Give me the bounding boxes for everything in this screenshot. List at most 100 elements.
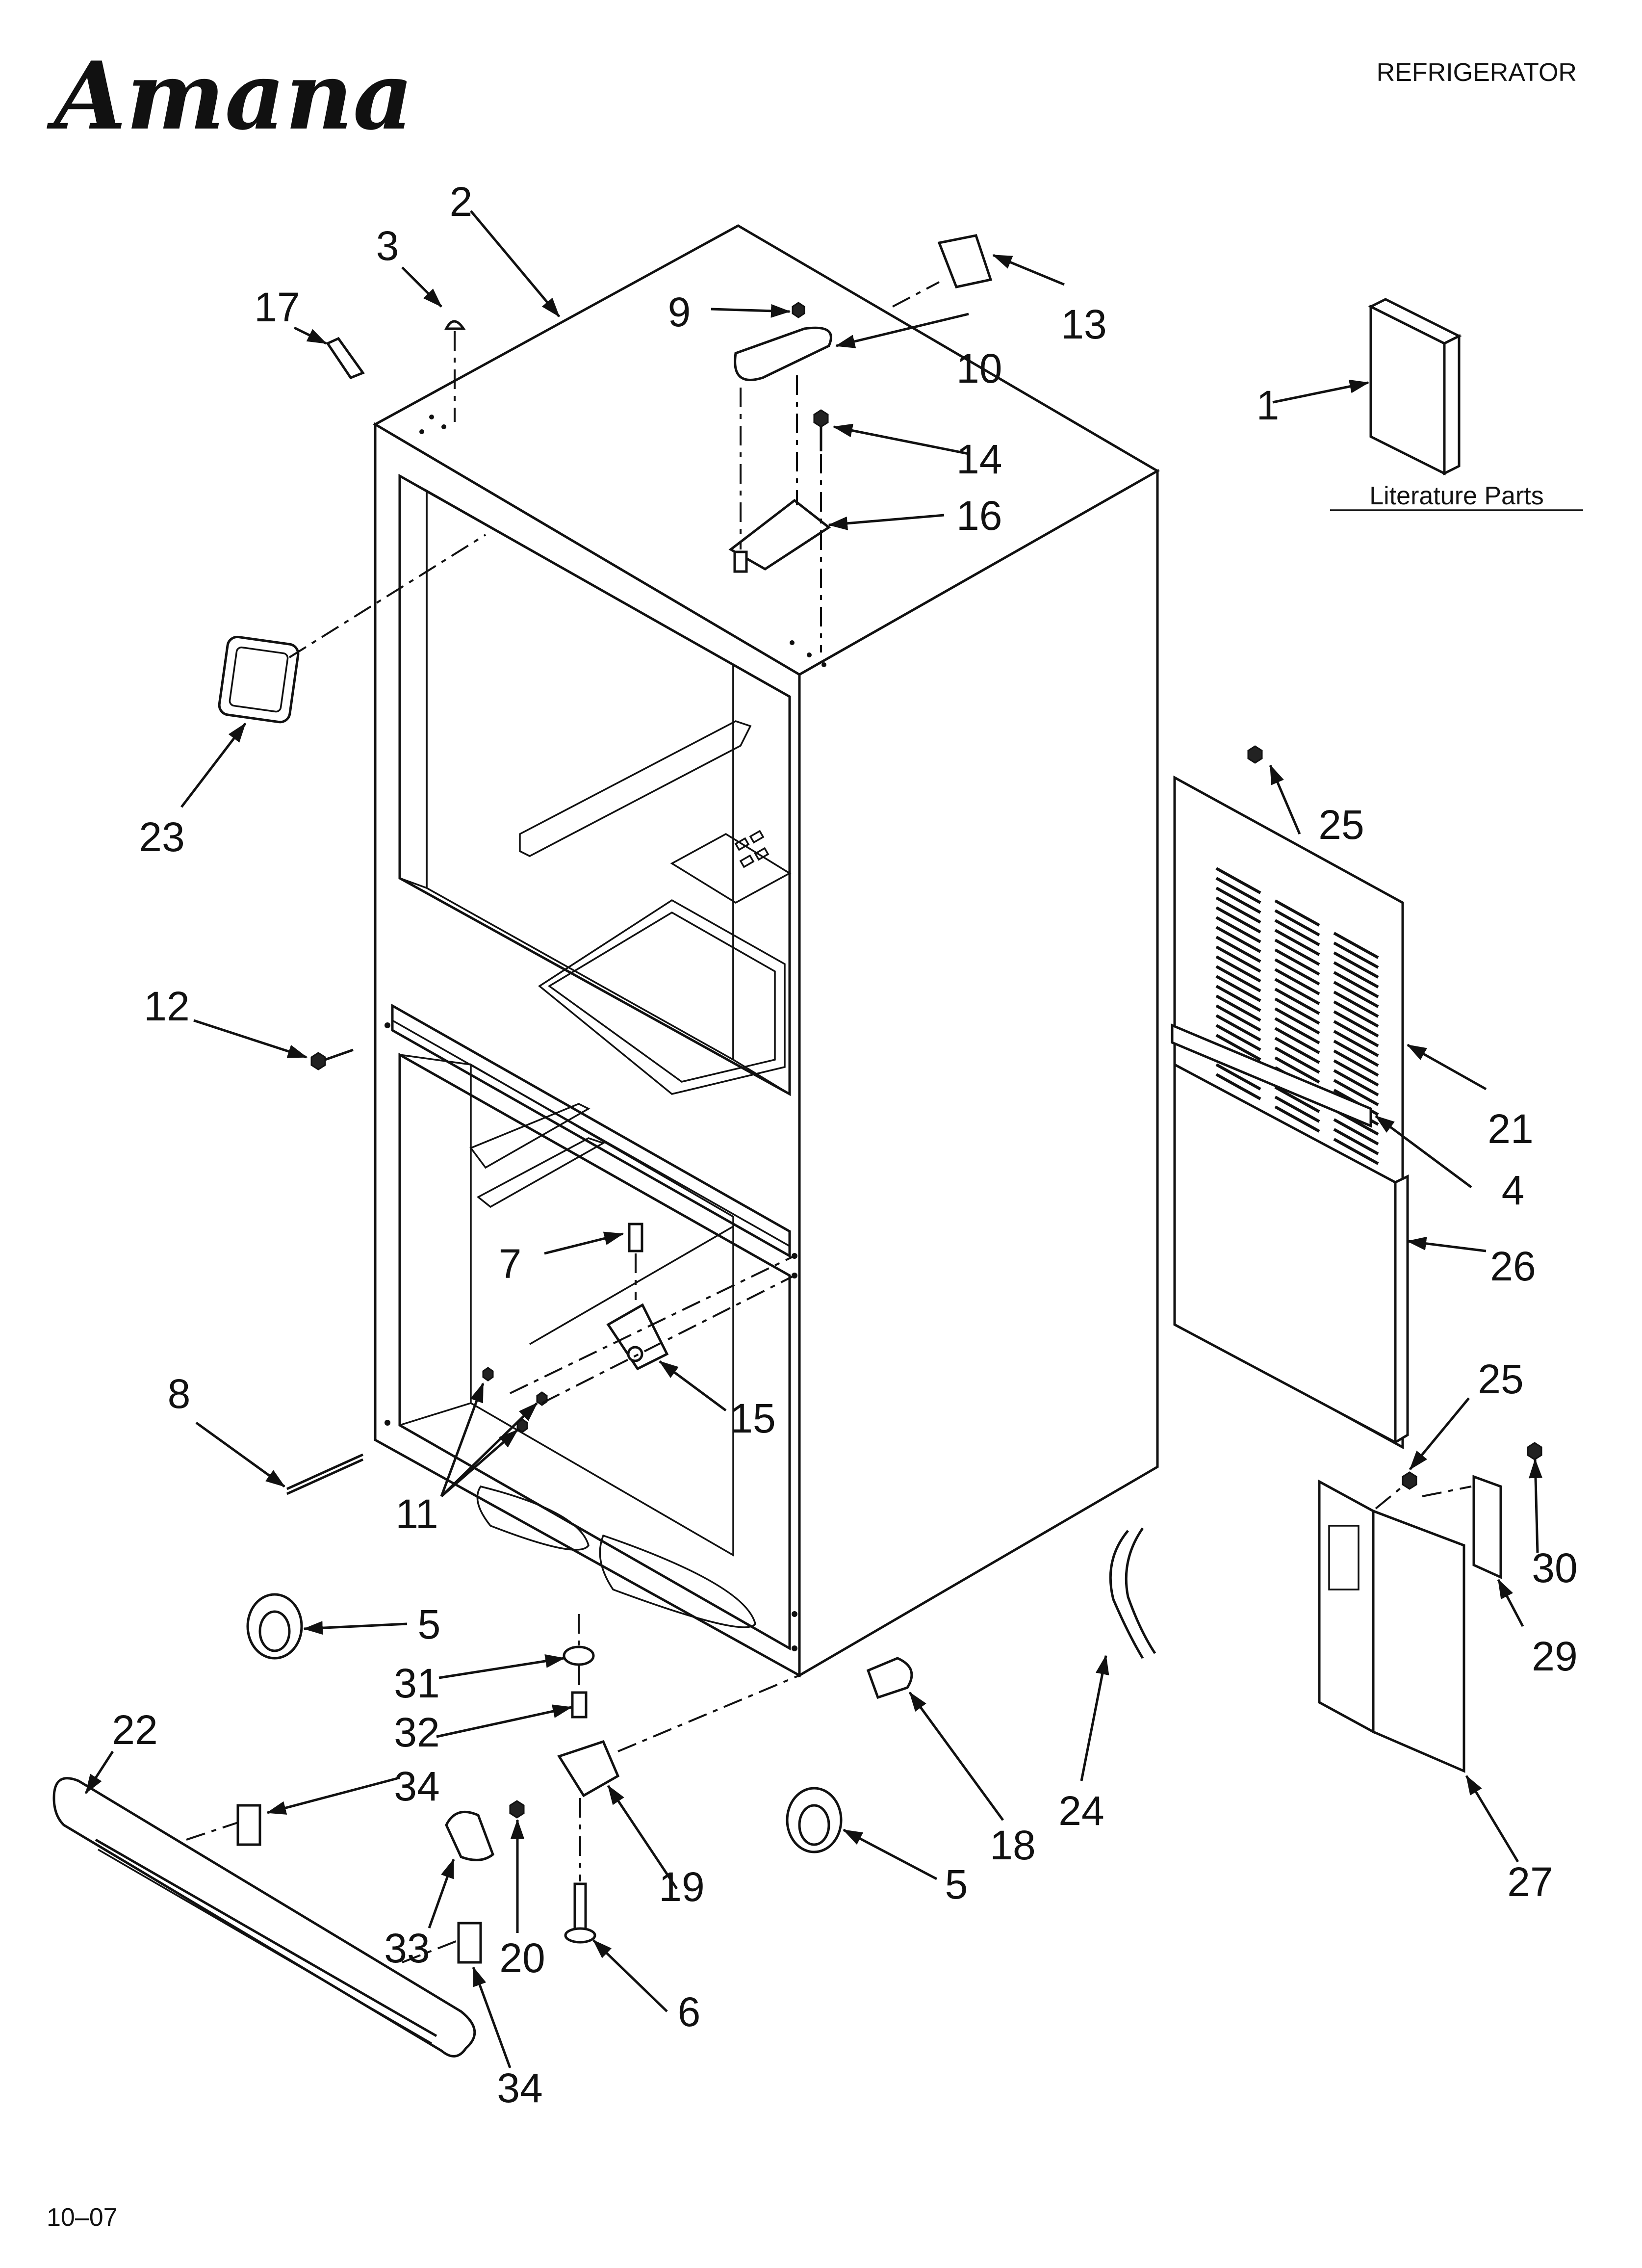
louver-slat: [1333, 971, 1379, 998]
louver-slat: [1274, 929, 1320, 956]
drain-tube: [1109, 1530, 1144, 1659]
louver-slat: [1215, 975, 1261, 1002]
hole-plug: [444, 320, 466, 330]
louver-slat: [1215, 867, 1261, 894]
louver-slat: [1274, 1095, 1320, 1123]
panel-screw-bottom: [1402, 1471, 1417, 1490]
date-code: 10–07: [47, 2203, 118, 2232]
hinge-cover: [734, 326, 832, 381]
callout-21: 21: [1488, 1106, 1533, 1152]
access-panel: [1173, 1062, 1409, 1445]
louver-slat: [1333, 951, 1379, 979]
callout-25-bottom: 25: [1478, 1356, 1523, 1402]
cabinet: [372, 224, 1160, 1678]
callout-13: 13: [1061, 301, 1106, 347]
washer: [563, 1645, 595, 1666]
cabinet-trim: [326, 337, 365, 380]
callout-15: 15: [730, 1395, 775, 1441]
louver-slat: [1333, 1030, 1379, 1057]
callout-6: 6: [678, 1989, 701, 2035]
callout-5-front: 5: [418, 1601, 441, 1647]
callout-18: 18: [990, 1822, 1035, 1868]
callout-26: 26: [1490, 1243, 1536, 1289]
cabinet-label: [937, 234, 993, 288]
tube-clamp: [866, 1657, 913, 1699]
callout-1: 1: [1257, 382, 1280, 428]
trim-strip: [1171, 1023, 1372, 1128]
louver-slat: [1274, 1027, 1320, 1054]
louver-slat: [1333, 1079, 1379, 1106]
callout-33: 33: [384, 1925, 430, 1971]
callout-7: 7: [499, 1241, 522, 1287]
callout-30: 30: [1532, 1545, 1577, 1591]
louver-slat: [1215, 886, 1261, 914]
callout-12: 12: [144, 983, 189, 1029]
callout-34-lower: 34: [497, 2065, 542, 2111]
leveling-leg: [573, 1882, 587, 1934]
hinge-pin: [628, 1223, 643, 1252]
louver-slat: [1274, 948, 1320, 976]
callout-11: 11: [395, 1491, 438, 1537]
louver-slat: [1274, 988, 1320, 1015]
callout-19: 19: [659, 1864, 704, 1910]
long-screw: [286, 1453, 364, 1490]
louver-slat: [1215, 1073, 1261, 1100]
assembly-lines: [186, 281, 1472, 1963]
louver-slat: [1215, 906, 1261, 934]
callout-8: 8: [168, 1371, 191, 1417]
front-roller: [246, 1593, 303, 1660]
louver-slat: [1333, 1118, 1379, 1146]
rear-roller: [786, 1787, 843, 1853]
control-badge: [218, 635, 300, 724]
callout-24: 24: [1058, 1788, 1104, 1834]
callout-20: 20: [499, 1935, 545, 1981]
callout-34-upper: 34: [394, 1763, 439, 1809]
louver-slat: [1333, 1069, 1379, 1096]
callout-23: 23: [139, 814, 184, 860]
side-screw: [310, 1052, 326, 1070]
callout-29: 29: [1532, 1633, 1577, 1679]
louver-slat: [1274, 997, 1320, 1025]
louver-slat: [1215, 896, 1261, 924]
callout-22: 22: [112, 1707, 157, 1753]
mount-bracket: [1472, 1475, 1502, 1579]
louver-slat: [1333, 941, 1379, 969]
louver-slat: [1215, 945, 1261, 973]
callout-32: 32: [394, 1709, 439, 1755]
louver-slat: [1215, 1004, 1261, 1032]
louver-slat: [1215, 985, 1261, 1012]
louver-slat: [1274, 1046, 1320, 1074]
callout-27: 27: [1507, 1859, 1553, 1905]
bracket-cover: [445, 1810, 494, 1861]
louver-slat: [1333, 1138, 1379, 1165]
louver-slat: [1333, 1040, 1379, 1067]
louver-slat: [1333, 1128, 1379, 1155]
callout-16: 16: [956, 493, 1002, 539]
toe-grille: [52, 1777, 476, 2058]
louver-slat: [1274, 1017, 1320, 1044]
louver-slat: [1274, 909, 1320, 937]
brand-logo: Amana: [47, 41, 413, 151]
louver-slat: [1215, 916, 1261, 943]
electrical-box: [1318, 1479, 1465, 1773]
callout-14: 14: [956, 436, 1002, 482]
louver-slat: [1333, 991, 1379, 1018]
panel-screw-top: [1247, 745, 1263, 764]
louver-slat: [1333, 1059, 1379, 1087]
louver-slat: [1333, 981, 1379, 1008]
callout-17: 17: [254, 284, 300, 330]
callout-9: 9: [668, 289, 691, 335]
louver-slat: [1274, 899, 1320, 927]
louver-slat: [1215, 1024, 1261, 1051]
spacer: [571, 1691, 588, 1719]
callout-5-rear: 5: [945, 1861, 968, 1907]
louver-slat: [1274, 1086, 1320, 1113]
louver-slat: [1215, 994, 1261, 1022]
louver-slat: [1274, 968, 1320, 995]
louver-slat: [1274, 1037, 1320, 1064]
louver-slat: [1274, 958, 1320, 986]
callout-2: 2: [450, 179, 473, 225]
leader-lines: [84, 210, 1542, 2068]
louver-slat: [1215, 955, 1261, 983]
